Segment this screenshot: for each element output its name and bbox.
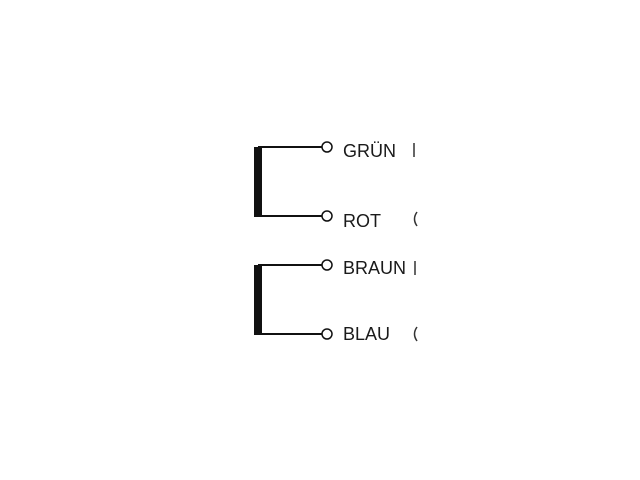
pair-1-bracket xyxy=(254,147,262,217)
wire-label-rot: ROT xyxy=(343,211,381,231)
wire-label-blau: BLAU xyxy=(343,324,391,344)
terminal-blau xyxy=(321,328,333,340)
wire-label-braun: BRAUN xyxy=(343,258,407,278)
clipped-mark-blau xyxy=(413,326,418,342)
terminal-rot xyxy=(321,210,333,222)
terminal-gruen xyxy=(321,141,333,153)
pair-2-bracket xyxy=(254,265,262,335)
wire-label-gruen: GRÜN xyxy=(343,141,396,161)
clipped-mark-rot xyxy=(413,211,418,227)
terminal-braun xyxy=(321,259,333,271)
